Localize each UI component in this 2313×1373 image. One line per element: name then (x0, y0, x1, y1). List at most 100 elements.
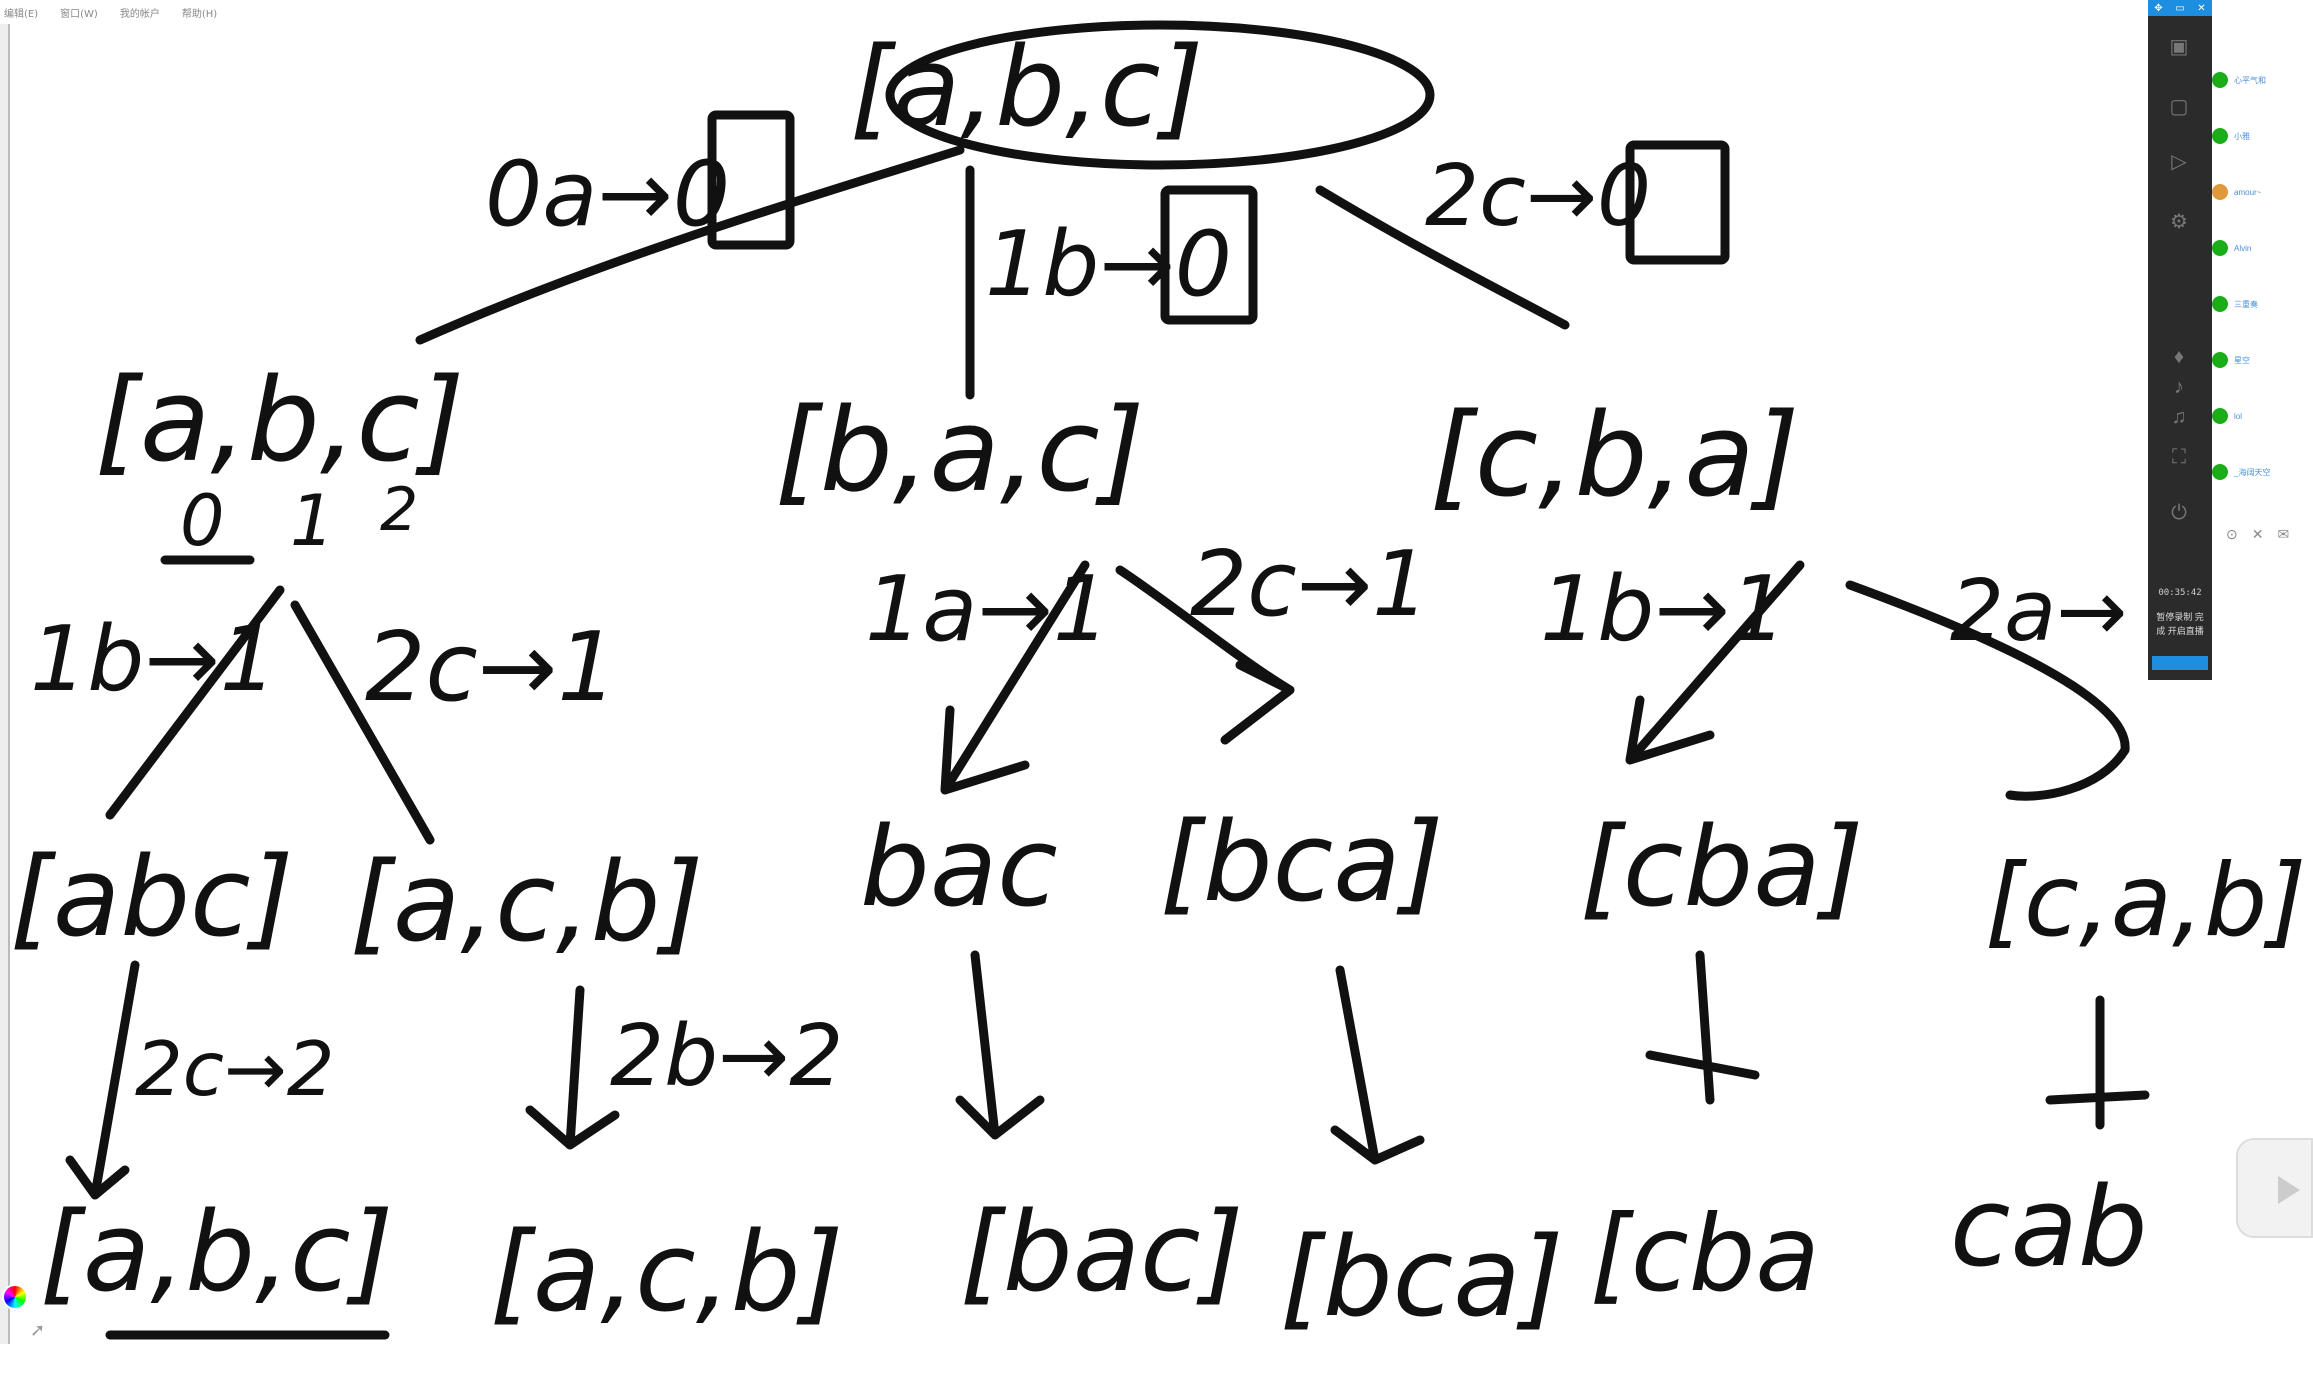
l3-edge-2c: 2c→2 (135, 1025, 335, 1113)
volume-icon[interactable]: ♪ (2174, 376, 2184, 398)
close-icon[interactable]: ✕ (2251, 526, 2264, 542)
edge-abc-left (105, 585, 285, 820)
arrow-bac-right (1115, 565, 1295, 745)
edge-root-right (1315, 185, 1570, 330)
screen-icon[interactable]: ▣ (2169, 36, 2189, 58)
chat-icon[interactable]: ▢ (2169, 96, 2189, 118)
play-button[interactable] (2236, 1138, 2313, 1238)
list-item[interactable]: _海阔天空 (2212, 460, 2302, 484)
color-picker-icon[interactable] (2, 1284, 28, 1310)
index-0: 0 (180, 480, 225, 562)
list-item[interactable]: 心平气和 (2212, 68, 2302, 92)
toolbar-header: ✥ ▭ ✕ (2148, 0, 2212, 16)
arrow-bac-left (940, 560, 1090, 795)
list-item[interactable]: lol (2212, 404, 2302, 428)
play-icon[interactable]: ▷ (2171, 151, 2187, 173)
l2-node-cba: [cba] (1580, 803, 1864, 931)
leaf-acb: [a,c,b] (490, 1208, 843, 1336)
l2-node-abc: [abc] (10, 833, 294, 961)
user-name: amour~ (2234, 187, 2262, 197)
arrow-icon[interactable]: ✥ (2154, 2, 2163, 14)
leaf-cab: cab (1950, 1163, 2148, 1291)
l2-node-bac: bac (860, 803, 1058, 931)
menubar: 编辑(E) 窗口(W) 我的帐户 帮助(H) (0, 0, 360, 24)
index-1: 1 (290, 480, 335, 562)
menu-account[interactable]: 我的帐户 (119, 8, 160, 20)
mail-icon[interactable]: ✉ (2277, 526, 2290, 542)
menu-window[interactable]: 窗口(W) (60, 8, 98, 20)
l2-edge-2c: 2c→1 (365, 613, 618, 723)
wechat-icon (2212, 240, 2228, 256)
edge-label-2c: 2c→0 (1425, 147, 1651, 246)
l2-edge-1b: 1b→1 (30, 607, 277, 712)
left-scrollbar[interactable] (0, 24, 10, 1344)
music-icon[interactable]: ♫ (2171, 406, 2187, 428)
settings-icon[interactable]: ⚙ (2170, 211, 2188, 233)
l1-node-abc: [a,b,c] (95, 354, 465, 488)
user-name: Alvin (2234, 243, 2252, 253)
user-name: 心平气和 (2234, 75, 2266, 85)
wechat-icon (2212, 128, 2228, 144)
user-name: 小雅 (2234, 131, 2250, 141)
wechat-icon (2212, 464, 2228, 480)
arrow-l3-5 (1645, 950, 1760, 1105)
arrow-l3-6 (2045, 995, 2150, 1130)
leaf-cba: [cba (1590, 1193, 1820, 1315)
list-tools: ⊙ ✕ ✉ (2226, 526, 2306, 543)
arrow-cba-right (1845, 580, 2130, 801)
l2-edge-2a: 2a→ (1950, 562, 2127, 661)
arrow-l3-2 (525, 985, 620, 1150)
list-item[interactable]: amour~ (2212, 180, 2302, 204)
status-bar (2152, 656, 2208, 670)
l2-edge-2c-b: 2c→1 (1190, 532, 1429, 637)
wechat-icon (2212, 408, 2228, 424)
power-icon[interactable]: ⏻ (2171, 502, 2187, 524)
tree-strokes (65, 20, 2150, 1340)
list-item[interactable]: 小雅 (2212, 124, 2302, 148)
index-2: 2 (380, 475, 418, 545)
box-0a (707, 110, 795, 250)
list-item[interactable]: Alvin (2212, 236, 2302, 260)
user-name: 星空 (2234, 355, 2250, 365)
avatar (2212, 184, 2228, 200)
leaf-abc: [a,b,c] (40, 1188, 393, 1316)
wechat-icon (2212, 296, 2228, 312)
close-icon[interactable]: ✕ (2197, 2, 2206, 14)
pointer-icon[interactable]: ➚ (30, 1320, 46, 1340)
arrow-l3-4 (1330, 965, 1425, 1165)
menu-help[interactable]: 帮助(H) (181, 8, 218, 20)
list-item[interactable]: 三重奏 (2212, 292, 2302, 316)
root-circle (885, 20, 1435, 170)
live-toolbar: ✥ ▭ ✕ ▣ ▢ ▷ ⚙ ♦ ♪ ♫ ⛶ ⏻ 00:35:42 暂停录制 完成… (2148, 0, 2212, 680)
menu-edit[interactable]: 编辑(E) (4, 8, 39, 20)
box-2c (1625, 140, 1730, 265)
refresh-icon[interactable]: ⊙ (2226, 526, 2238, 542)
edge-abc-right (290, 600, 435, 845)
participant-list: 心平气和 小雅 amour~ Alvin 三重奏 星空 lol _海阔天空 (2212, 60, 2302, 560)
edge-label-1b: 1b→0 (985, 212, 1232, 317)
l2-node-cab: [c,a,b] (1985, 842, 2306, 959)
mic-icon[interactable]: ♦ (2173, 346, 2185, 368)
user-name: _海阔天空 (2234, 467, 2271, 477)
record-timer: 00:35:42 (2158, 588, 2202, 598)
arrow-cba-left (1625, 560, 1805, 765)
play-icon (2278, 1176, 2300, 1204)
edge-root-left (415, 145, 965, 345)
record-status-button[interactable]: 暂停录制 完成 开启直播 (2152, 610, 2208, 670)
user-name: lol (2234, 411, 2243, 421)
l2-node-bca: [bca] (1160, 798, 1444, 926)
root-node: [a,b,c] (850, 23, 1203, 151)
l3-edge-2b: 2b→2 (610, 1007, 843, 1106)
l1-node-bac: [b,a,c] (775, 384, 1145, 518)
list-item[interactable]: 星空 (2212, 348, 2302, 372)
l2-edge-1a: 1a→1 (865, 557, 1110, 662)
minimize-icon[interactable]: ▭ (2175, 2, 2185, 14)
wechat-icon (2212, 72, 2228, 88)
leaf-bac: [bac] (960, 1188, 1244, 1316)
arrow-l3-3 (955, 950, 1045, 1140)
edge-label-0a: 0a→0 (485, 142, 730, 247)
fullscreen-icon[interactable]: ⛶ (2172, 446, 2186, 468)
l1-node-cba: [c,b,a] (1430, 389, 1800, 523)
leaf-bca: [bca] (1280, 1213, 1564, 1341)
